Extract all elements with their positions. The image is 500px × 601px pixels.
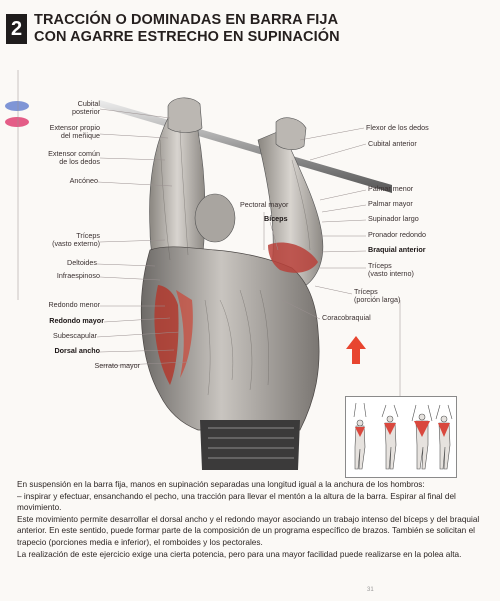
legend-blue-dot (5, 101, 29, 111)
label-triceps-interno: Tríceps (vasto interno) (368, 261, 414, 279)
label-redondo-menor: Redondo menor (48, 300, 100, 309)
pullup-bar (100, 100, 392, 193)
label-dorsal-ancho: Dorsal ancho (54, 346, 100, 355)
label-cubital-posterior: Cubital posterior (72, 99, 100, 117)
label-supinador-largo: Supinador largo (368, 214, 419, 223)
label-redondo-mayor: Redondo mayor (49, 316, 104, 325)
title-line-1: TRACCIÓN O DOMINADAS EN BARRA FIJA (34, 12, 339, 28)
label-flexor-dedos: Flexor de los dedos (366, 123, 429, 132)
label-palmar-menor: Palmar menor (368, 184, 414, 193)
title-line-2: CON AGARRE ESTRECHO EN SUPINACIÓN (34, 29, 340, 45)
label-palmar-mayor: Palmar mayor (368, 199, 413, 208)
exercise-description: En suspensión en la barra fija, manos en… (17, 479, 487, 560)
label-extensor-comun: Extensor común de los dedos (48, 149, 100, 167)
label-subescapular: Subescapular (53, 331, 97, 340)
label-infraespinoso: Infraespinoso (56, 271, 100, 280)
upward-arrow-icon (346, 336, 366, 364)
label-extensor-propio: Extensor propio del meñique (49, 123, 100, 141)
label-serrato-mayor: Serrato mayor (94, 361, 140, 370)
movement-sequence-inset (345, 396, 457, 478)
description-p2: – inspirar y efectuar, ensanchando el pe… (17, 491, 456, 513)
page-number: 31 (367, 587, 374, 593)
label-triceps-externo: Tríceps (vasto externo) (52, 231, 100, 249)
description-p3: Este movimiento permite desarrollar el d… (17, 514, 480, 547)
label-deltoides: Deltoides (67, 258, 97, 267)
description-p1: En suspensión en la barra fija, manos en… (17, 480, 425, 489)
label-triceps-porcion-larga: Tríceps (porción larga) (354, 287, 401, 305)
movement-figures (353, 402, 453, 470)
label-pectoral-mayor: Pectoral mayor (240, 200, 289, 209)
page-title: TRACCIÓN O DOMINADAS EN BARRA FIJA CON A… (34, 12, 364, 46)
label-coracobraquial: Coracobraquial (322, 313, 371, 322)
legend-pink-dot (5, 117, 29, 127)
label-biceps: Bíceps (264, 214, 288, 223)
label-braquial-anterior: Braquial anterior (368, 245, 426, 254)
description-p4: La realización de este ejercicio exige u… (17, 549, 462, 559)
label-pronador-redondo: Pronador redondo (368, 230, 426, 239)
label-cubital-anterior: Cubital anterior (368, 139, 417, 148)
label-anconeo: Ancóneo (69, 176, 98, 185)
chapter-number-badge: 2 (6, 14, 27, 44)
